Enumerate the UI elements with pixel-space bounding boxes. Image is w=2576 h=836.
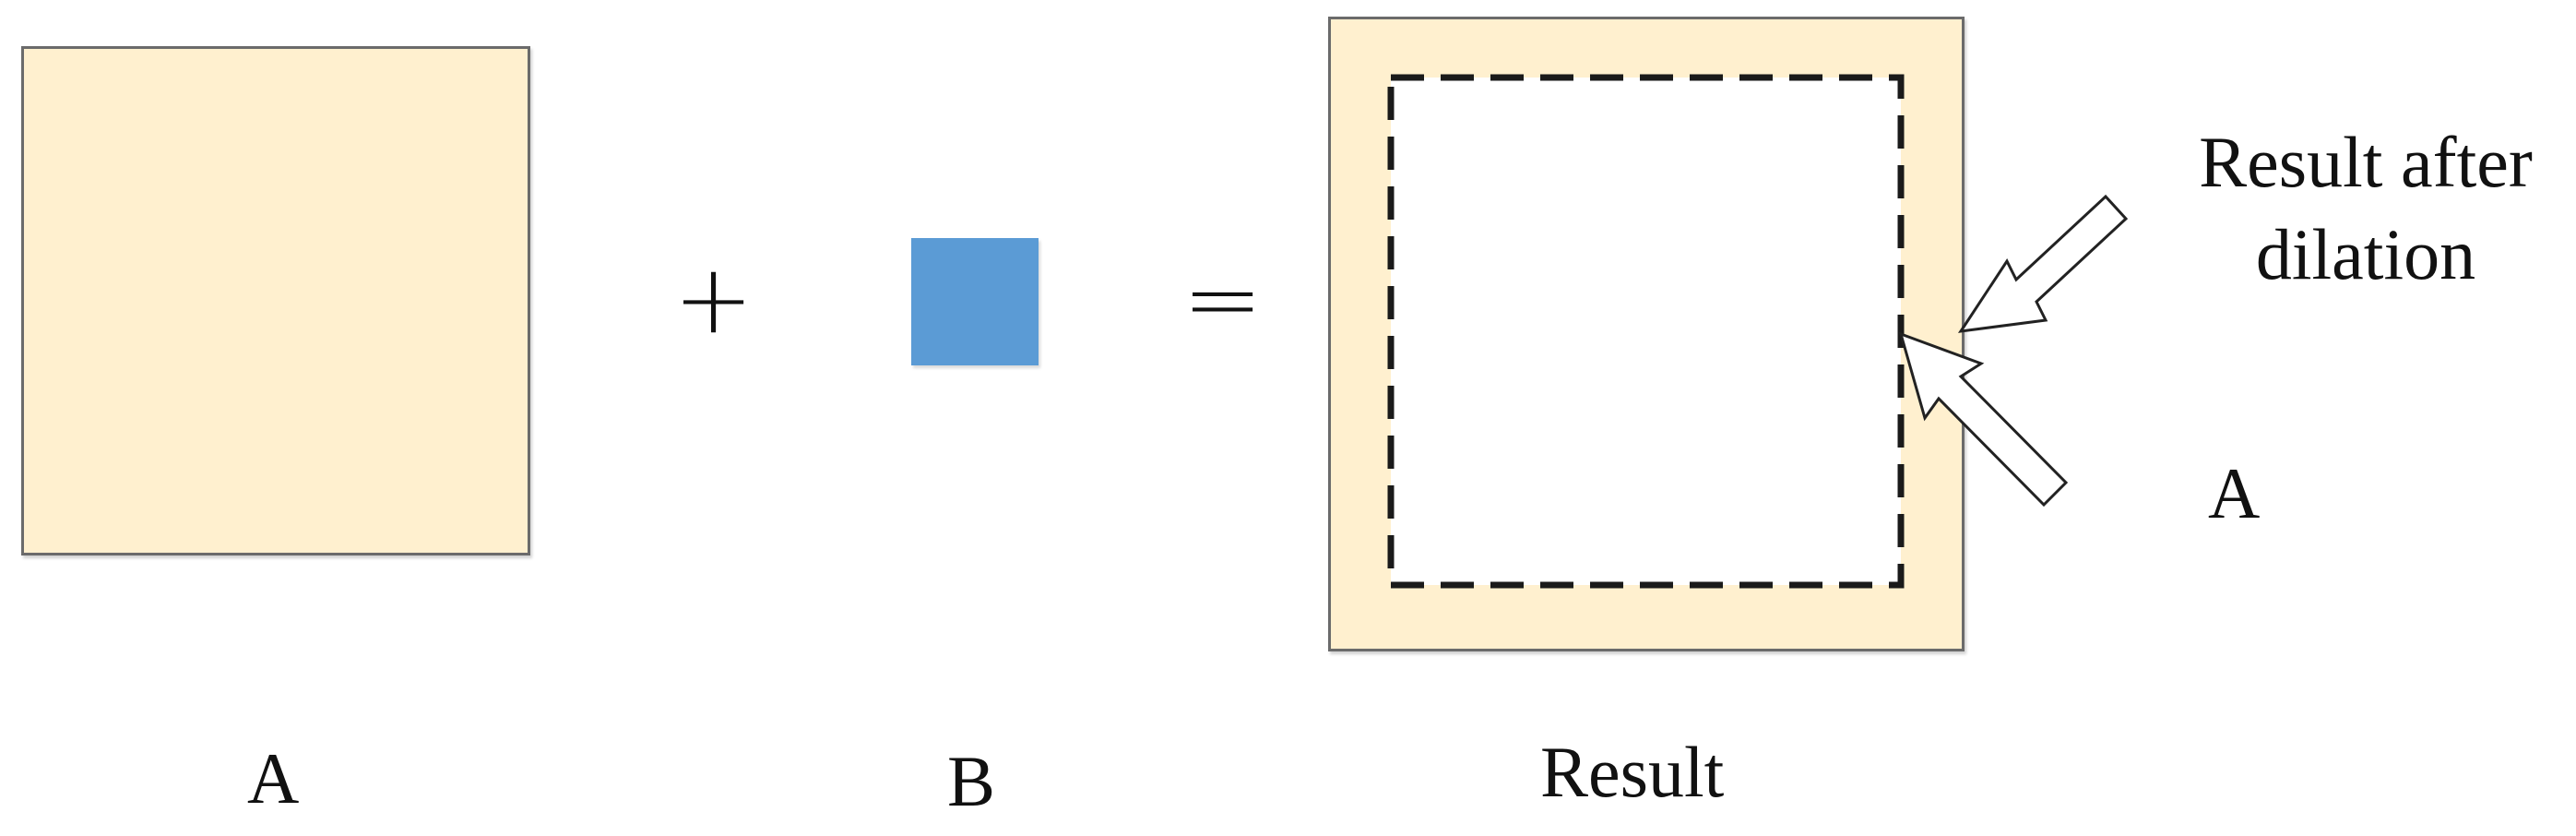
equals-operator: = bbox=[1182, 243, 1264, 355]
original-a-inner-area bbox=[1391, 78, 1901, 585]
plus-operator: + bbox=[673, 243, 754, 355]
arrow-to-dilation-edge-icon bbox=[1957, 194, 2129, 333]
structuring-element-b-label: B bbox=[947, 741, 996, 821]
dilation-label-line-2: dilation bbox=[2255, 213, 2476, 294]
dilation-label-line-1: Result after bbox=[2199, 122, 2533, 202]
set-a-square bbox=[21, 46, 530, 555]
set-a-label: A bbox=[247, 738, 300, 818]
structuring-element-b-square bbox=[911, 238, 1039, 365]
original-a-dashed-outline bbox=[1387, 74, 1905, 589]
arrow-a-label: A bbox=[2208, 453, 2261, 533]
arrow-to-a-edge-icon bbox=[1898, 331, 2069, 508]
result-label: Result bbox=[1540, 732, 1725, 812]
result-after-dilation-label: Result after dilation bbox=[2163, 116, 2569, 301]
